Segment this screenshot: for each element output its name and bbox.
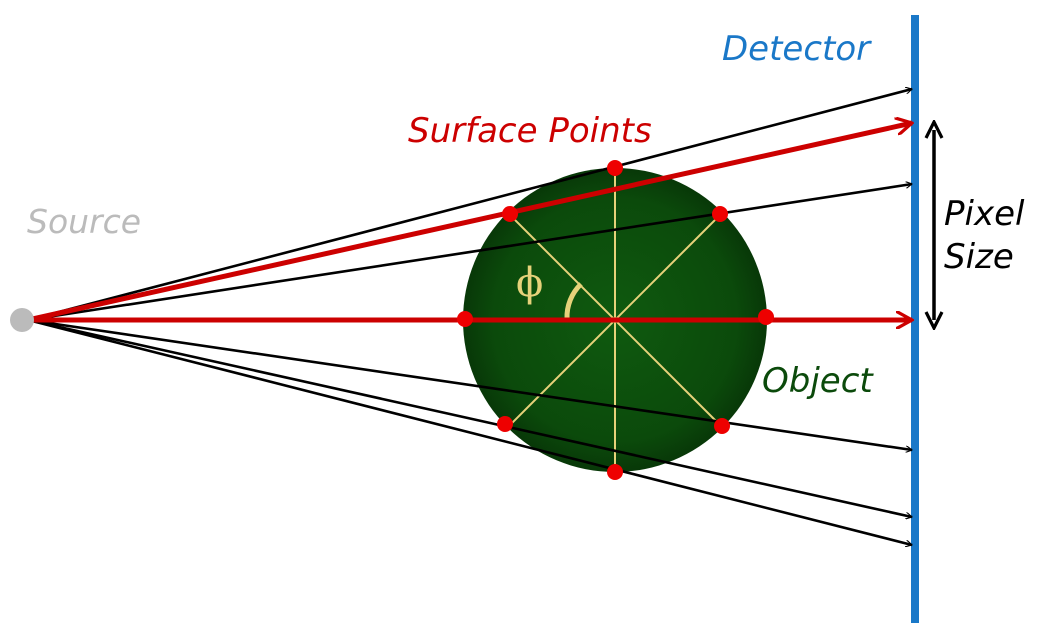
ray: [27, 89, 912, 322]
surface-points-label: Surface Points: [408, 111, 652, 151]
detector-label: Detector: [722, 29, 872, 69]
object-label: Object: [762, 361, 874, 401]
surface-point: [502, 206, 518, 222]
surface-point: [712, 206, 728, 222]
surface-point: [607, 160, 623, 176]
source-label: Source: [27, 202, 141, 241]
surface-point: [714, 418, 730, 434]
surface-ray: [27, 123, 912, 323]
ray: [27, 318, 912, 450]
ray: [27, 318, 912, 517]
angle-arc: [564, 282, 583, 320]
surface-point: [607, 464, 623, 480]
source-point: [10, 308, 34, 332]
angle-label: ϕ: [516, 260, 543, 306]
surface-points: [457, 160, 774, 480]
ray: [27, 184, 912, 322]
ray: [27, 318, 912, 545]
surface-point: [497, 416, 513, 432]
pixel-size-label-line1: Pixel: [944, 194, 1025, 234]
rays: [27, 89, 912, 545]
surface-point: [457, 311, 473, 327]
surface-point: [758, 309, 774, 325]
pixel-size-label-line2: Size: [944, 237, 1014, 277]
